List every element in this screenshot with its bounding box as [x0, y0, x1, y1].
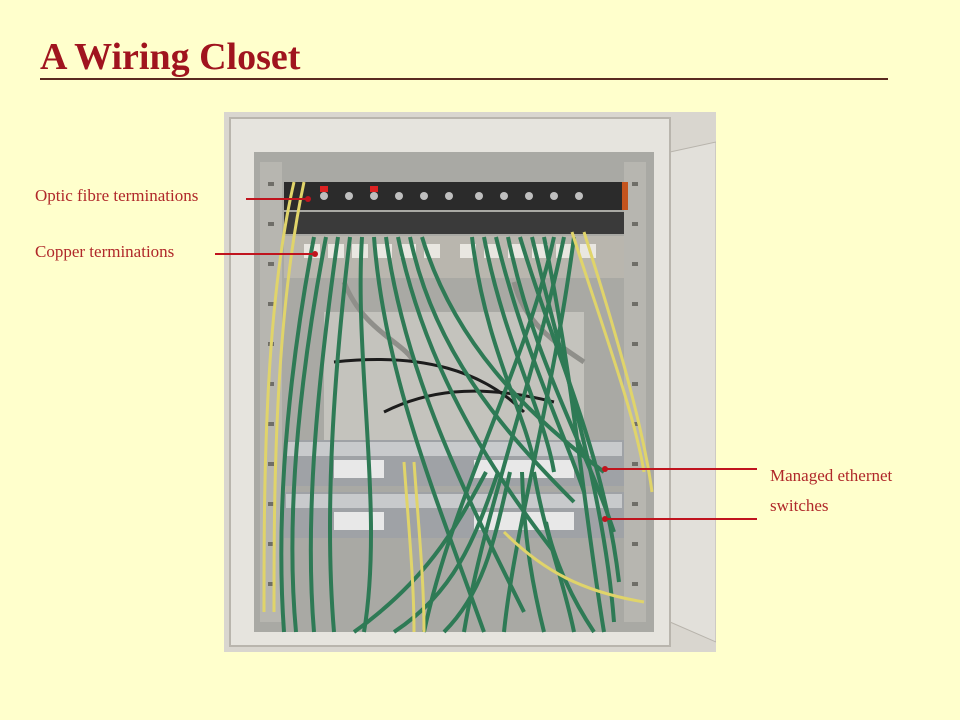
- switches-leader-top: [605, 468, 757, 470]
- switches-leader-bottom: [605, 518, 757, 520]
- switches-label-line1: Managed ethernet: [770, 466, 893, 485]
- optic-fibre-pointer: [305, 196, 311, 202]
- wiring-closet-photo: [224, 112, 716, 652]
- switches-pointer-bottom: [602, 516, 608, 522]
- switches-label-line2: switches: [770, 496, 829, 515]
- slide-title: A Wiring Closet: [40, 36, 301, 78]
- copper-leader: [215, 253, 315, 255]
- copper-label: Copper terminations: [35, 242, 175, 261]
- copper-pointer: [312, 251, 318, 257]
- switches-pointer-top: [602, 466, 608, 472]
- title-underline: [40, 78, 888, 80]
- optic-fibre-leader: [246, 198, 308, 200]
- optic-fibre-label: Optic fibre terminations: [35, 186, 199, 205]
